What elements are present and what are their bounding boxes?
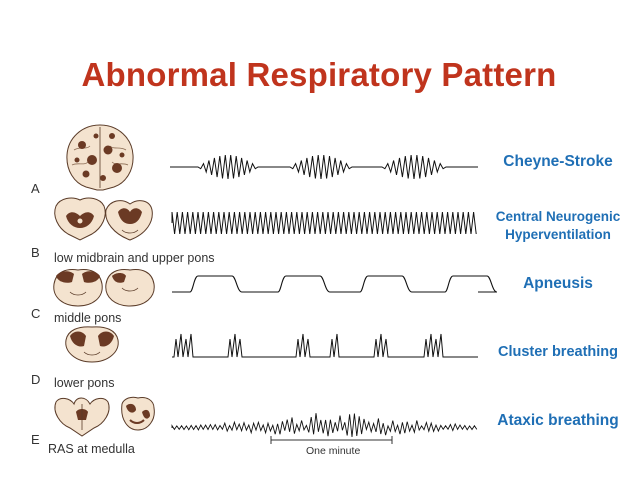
brain-illustration-d: [65, 326, 119, 363]
row-letter-c: C: [31, 306, 41, 321]
trace-apneusis: [172, 275, 498, 293]
region-label-c: middle pons: [54, 311, 122, 325]
trace-ataxic-breathing: [171, 413, 478, 438]
time-scale-bar: [270, 436, 393, 444]
trace-cheyne-stokes: [170, 155, 478, 180]
trace-cluster-breathing: [172, 333, 478, 358]
brain-illustration-e-left: [54, 397, 110, 437]
row-letter-b: B: [31, 245, 40, 260]
pattern-label-b-line1: Central Neurogenic: [495, 209, 621, 224]
row-letter-d: D: [31, 372, 41, 387]
brain-illustration-e-right: [121, 396, 155, 431]
time-scale-label: One minute: [306, 445, 361, 457]
pattern-label-a: Cheyne-Stroke: [503, 153, 613, 170]
row-letter-e: E: [31, 432, 40, 447]
brain-illustration-b-right: [105, 200, 153, 241]
brain-illustration-a: [66, 124, 134, 191]
brain-illustration-b-left: [54, 197, 106, 241]
brain-illustration-c-left: [53, 269, 103, 307]
region-label-b: low midbrain and upper pons: [54, 251, 215, 265]
pattern-label-b-line2: Hyperventilation: [505, 227, 611, 242]
pattern-label-d: Cluster breathing: [497, 344, 619, 360]
trace-central-neurogenic-hyperventilation: [171, 211, 477, 235]
pattern-label-b: Central Neurogenic Hyperventilation: [484, 208, 632, 244]
diagram-title: Abnormal Respiratory Pattern: [81, 56, 557, 93]
brain-illustration-c-right: [105, 269, 155, 307]
row-letter-a: A: [31, 181, 40, 196]
pattern-label-c: Apneusis: [523, 275, 593, 292]
region-label-e: RAS at medulla: [48, 442, 135, 456]
pattern-label-e: Ataxic breathing: [497, 412, 619, 429]
region-label-d: lower pons: [54, 376, 115, 390]
